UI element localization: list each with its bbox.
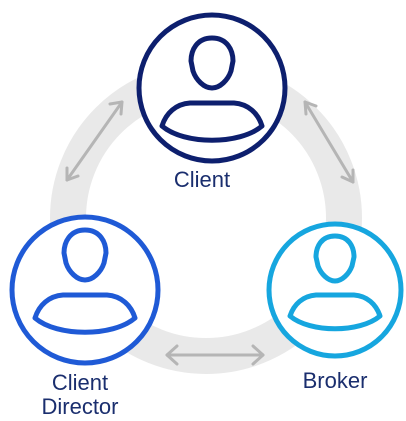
client-director-label: Client Director — [25, 371, 135, 419]
client-director-label-line1: Client — [51, 370, 109, 395]
broker-node — [266, 221, 404, 359]
client-director-label-line2: Director — [41, 394, 119, 419]
person-icon — [32, 227, 138, 335]
arrow-director-broker — [165, 344, 265, 366]
client-label: Client — [173, 167, 231, 192]
client-node — [136, 12, 288, 164]
person-icon — [159, 35, 265, 143]
person-icon — [287, 233, 383, 332]
arrow-client-director — [65, 100, 124, 182]
arrow-client-broker — [303, 100, 355, 184]
broker-label: Broker — [302, 368, 368, 393]
client-director-node — [9, 214, 161, 366]
